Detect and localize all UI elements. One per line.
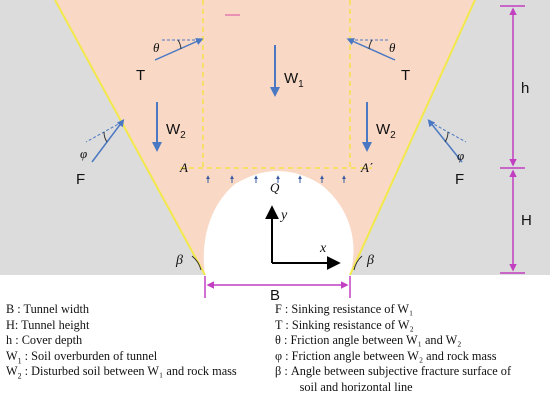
svg-text:T: T xyxy=(401,67,410,84)
fracture-line-right xyxy=(349,0,476,276)
legend-item: φ : Friction angle between W₂ and rock m… xyxy=(275,348,497,363)
svg-text:F: F xyxy=(455,171,464,188)
legend-item: θ : Friction angle between W₁ and W₂ xyxy=(275,333,462,348)
legend-item: T : Sinking resistance of W₂ xyxy=(275,317,414,332)
svg-text:θ: θ xyxy=(153,40,160,55)
t-right-force: θ T xyxy=(346,38,410,84)
y-axis-label: y xyxy=(279,208,288,223)
legend-right-column: F : Sinking resistance of W₁ T : Sinking… xyxy=(275,302,511,396)
w1-label: W1 xyxy=(284,70,304,90)
svg-text:θ: θ xyxy=(389,40,396,55)
tunnel-opening xyxy=(203,171,354,275)
legend-item: H: Tunnel height xyxy=(6,317,90,332)
beta-left-arc xyxy=(191,255,202,271)
svg-text:T: T xyxy=(136,67,145,84)
point-a-label: A xyxy=(179,160,188,175)
svg-text:φ: φ xyxy=(80,146,87,161)
tunnel-width-label: B xyxy=(270,287,280,304)
legend: B : Tunnel width H: Tunnel height h : Co… xyxy=(0,302,550,403)
width-dimension: B xyxy=(204,276,351,304)
x-axis-label: x xyxy=(319,241,327,256)
w2-right-label: W2 xyxy=(376,121,396,141)
w2-left-label: W2 xyxy=(166,121,186,141)
legend-item: B : Tunnel width xyxy=(6,302,90,316)
legend-item: h : Cover depth xyxy=(6,333,83,348)
cover-depth-label: h xyxy=(521,80,529,97)
t-left-force: θ T xyxy=(136,38,204,84)
soil-wedge xyxy=(55,0,475,275)
f-left-force: φ F xyxy=(76,119,125,188)
tunnel-height-label: H xyxy=(521,212,532,229)
legend-left-column: B : Tunnel width H: Tunnel height h : Co… xyxy=(6,302,237,381)
point-a-prime-label: A΄ xyxy=(360,160,373,175)
fracture-line-left xyxy=(54,0,206,276)
depth-dimension: h H xyxy=(500,5,532,274)
legend-item: soil and horizontal line xyxy=(275,379,413,394)
beta-right-arc xyxy=(353,255,363,271)
beta-right-label: β xyxy=(366,253,374,268)
beta-left-label: β xyxy=(175,253,183,268)
support-q-label: Q xyxy=(270,180,280,195)
svg-text:F: F xyxy=(76,171,85,188)
support-pressure-arrows xyxy=(206,175,346,183)
legend-item: W1 : Soil overburden of tunnel xyxy=(6,348,158,366)
svg-text:φ: φ xyxy=(457,148,464,163)
legend-item: F : Sinking resistance of W₁ xyxy=(275,302,414,316)
f-right-force: φ F xyxy=(427,119,467,188)
legend-item: β : Angle between subjective fracture su… xyxy=(275,364,512,379)
legend-item: W2 : Disturbed soil between W₁ and rock … xyxy=(6,364,237,381)
